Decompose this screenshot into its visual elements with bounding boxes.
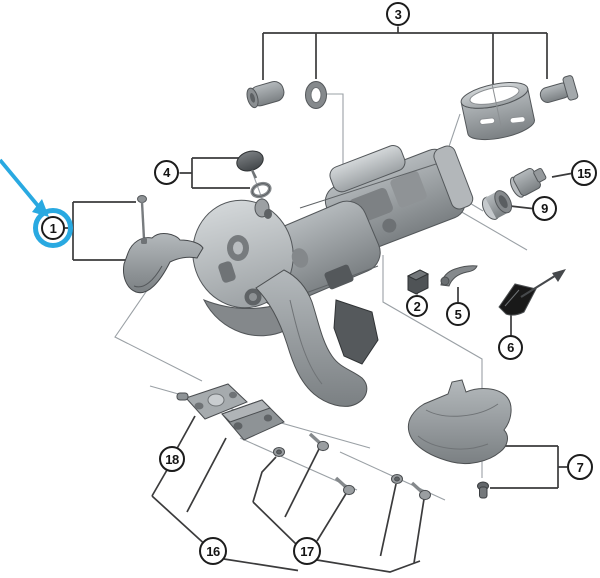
callout-15[interactable]: 15: [571, 160, 597, 186]
clamp-band-part: [460, 81, 535, 141]
fastener-screws: [273, 432, 431, 501]
bleed-cap-part: [236, 150, 264, 179]
bleed-oring-part: [250, 181, 272, 199]
grommet-part: [481, 190, 513, 220]
callout-9[interactable]: 9: [532, 196, 557, 221]
callout-5[interactable]: 5: [446, 302, 470, 326]
callout-17[interactable]: 17: [293, 537, 321, 565]
bracket-bolt-part: [246, 81, 285, 109]
clamp-bolt-part: [539, 75, 579, 103]
callout-1[interactable]: 1: [41, 216, 65, 240]
lever-blade-seam: [289, 299, 323, 385]
callout-18[interactable]: 18: [159, 446, 185, 472]
nameplate-part: [123, 233, 204, 294]
cover-screw-part: [477, 481, 489, 499]
callout-3[interactable]: 3: [386, 2, 410, 26]
highlight-ring: [33, 208, 73, 248]
cover-plate-part: [498, 283, 537, 316]
oring-part: [305, 81, 327, 109]
callout-16[interactable]: 16: [199, 537, 227, 565]
cable-block-part: [406, 269, 430, 295]
insert-direction-arrow-icon: [520, 269, 566, 298]
callout-4[interactable]: 4: [154, 160, 179, 185]
bracket-plate-a-part: [176, 383, 248, 420]
hook-lever-part: [440, 265, 478, 287]
nameplate-screw-part: [137, 195, 147, 240]
highlight-arrow-icon: [0, 158, 49, 217]
brake-lever-blade-part: [255, 269, 368, 407]
bottom-cover-part: [407, 379, 512, 465]
callout-2[interactable]: 2: [406, 295, 428, 317]
callout-7[interactable]: 7: [567, 454, 593, 480]
callout-6[interactable]: 6: [498, 335, 523, 360]
shift-paddle-part: [333, 299, 379, 365]
end-plug-part: [509, 167, 547, 198]
lever-body-part: [192, 145, 474, 337]
bracket-plate-b-part: [221, 399, 285, 441]
